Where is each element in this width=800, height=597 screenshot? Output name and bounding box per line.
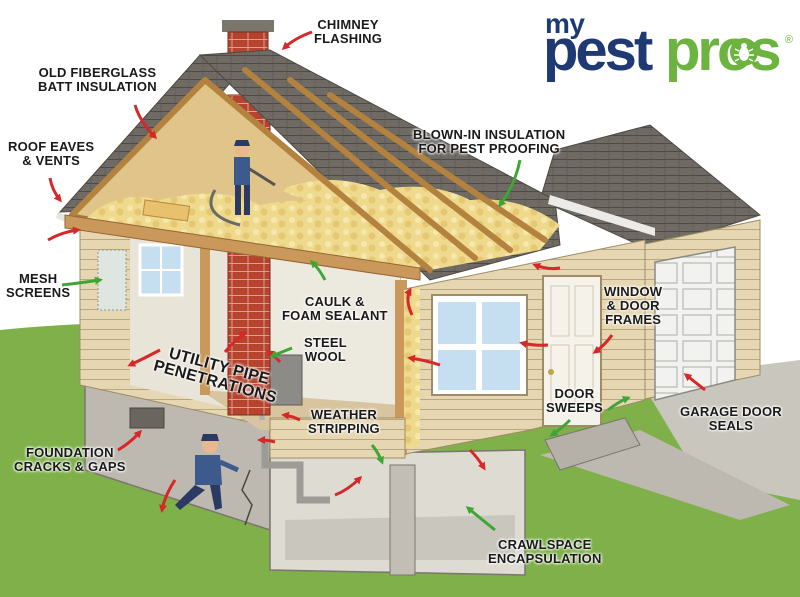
label-foundation: FOUNDATION CRACKS & GAPS — [14, 445, 126, 474]
foundation-pier — [389, 464, 416, 576]
crawl-pipe — [261, 440, 330, 504]
arrow-worker — [159, 479, 177, 513]
attic-worker — [209, 140, 276, 227]
front-sill — [269, 417, 406, 459]
arrow-eaves-2 — [47, 226, 81, 242]
double-window — [431, 294, 528, 396]
label-window-door: WINDOW & DOOR FRAMES — [604, 284, 663, 327]
label-door-sweeps: DOOR SWEEPS — [546, 386, 603, 415]
wall-insulation — [404, 288, 420, 450]
arrow-garage — [683, 373, 706, 392]
mesh-screen — [97, 249, 127, 311]
chimney-top — [222, 20, 274, 32]
arrow-wall-mid — [407, 354, 441, 367]
label-chimney-flashing: CHIMNEY FLASHING — [314, 17, 383, 46]
arrow-door-sweeps-2 — [607, 396, 631, 412]
label-mesh-screens: MESH SCREENS — [6, 271, 71, 300]
gable-fascia — [548, 195, 655, 236]
arrow-gable — [532, 263, 561, 271]
arrow-caulk — [309, 259, 327, 281]
arrow-window — [519, 340, 549, 349]
arrow-fiberglass — [133, 104, 158, 140]
arrow-door-sweeps — [549, 418, 572, 437]
foundation-vent — [129, 407, 165, 429]
brand-logo: my pest pros ® — [543, 8, 793, 83]
foundation-crack — [241, 469, 253, 526]
arrow-mesh — [61, 276, 103, 287]
label-roof-eaves: ROOF EAVES & VENTS — [8, 139, 95, 168]
water-heater — [269, 354, 303, 406]
logo-registered: ® — [784, 34, 793, 46]
logo-my: my — [545, 8, 585, 39]
foundation-worker — [175, 434, 240, 510]
label-caulk: CAULK & FOAM SEALANT — [282, 294, 388, 323]
arrow-chimney — [281, 30, 313, 51]
arrow-crawlspace — [465, 506, 496, 532]
arrow-eaves — [48, 177, 62, 203]
batt — [142, 199, 191, 222]
logo-pros: pros — [665, 18, 782, 83]
logo-pest: pest — [543, 18, 653, 83]
arrow-weather-2 — [370, 444, 384, 465]
arrow-pipe-2 — [223, 331, 248, 353]
arrow-weather — [281, 411, 301, 422]
label-old-fiberglass: OLD FIBERGLASS BATT INSULATION — [38, 65, 157, 94]
rafters — [69, 67, 548, 273]
arrow-sill-right — [468, 448, 486, 471]
label-crawlspace: CRAWLSPACE ENCAPSULATION — [488, 537, 602, 566]
arrow-crawl-gap — [334, 475, 363, 497]
driveway — [640, 360, 800, 500]
arrow-door-frame — [592, 334, 614, 354]
arrows-green — [61, 159, 631, 532]
door-steps — [544, 417, 641, 471]
front-door — [542, 275, 602, 427]
label-garage-door: GARAGE DOOR SEALS — [680, 404, 782, 433]
arrow-pipe-1 — [127, 348, 161, 367]
garage-door — [654, 246, 736, 401]
arrow-steel-wool — [269, 346, 293, 358]
arrow-wall-top — [404, 287, 414, 316]
label-weather-stripping: WEATHER STRIPPING — [308, 407, 380, 436]
arrow-sill — [257, 436, 276, 445]
bug-icon — [730, 38, 758, 66]
arrow-blown-in — [498, 159, 522, 208]
label-blown-in: BLOWN-IN INSULATION FOR PEST PROOFING — [413, 127, 566, 156]
stud — [200, 240, 210, 395]
label-steel-wool: STEEL WOOL — [304, 335, 347, 364]
interior-window — [138, 243, 184, 297]
arrow-foundation — [117, 429, 143, 452]
ceiling-joist — [64, 214, 421, 281]
